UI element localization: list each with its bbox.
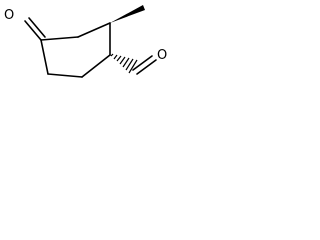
ketone-double-bond-a bbox=[24, 20, 42, 41]
ring-bond-c5-c6 bbox=[40, 39, 49, 75]
ring-bond-c4-c5 bbox=[47, 73, 83, 78]
aldehyde-double-bond-b bbox=[136, 59, 157, 75]
methyl-wedge-bond bbox=[110, 5, 145, 23]
aldehyde-double-bond-a bbox=[132, 55, 153, 71]
ring-bond-c1-c2 bbox=[77, 22, 111, 38]
ring-bond-c6-c1 bbox=[40, 36, 79, 41]
structure-canvas: O O bbox=[0, 0, 188, 94]
formyl-hashed-bond bbox=[110, 53, 138, 74]
ketone-double-bond-b bbox=[28, 17, 46, 38]
ring-bond-c3-c4 bbox=[81, 54, 111, 78]
molecule-structure: O O bbox=[4, 5, 167, 78]
aldehyde-oxygen-label: O bbox=[157, 48, 167, 63]
ketone-oxygen-label: O bbox=[4, 8, 14, 23]
